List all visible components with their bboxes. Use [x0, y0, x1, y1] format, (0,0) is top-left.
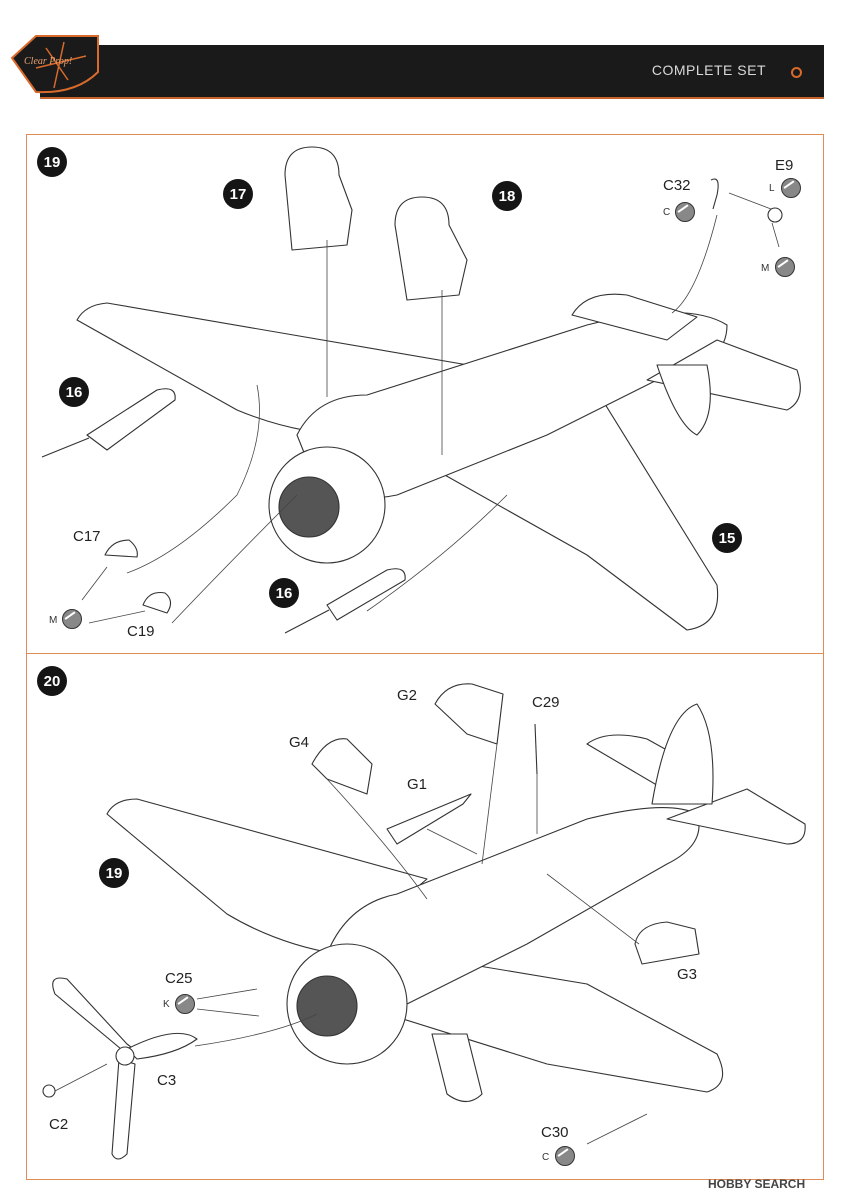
- label-g1: G1: [407, 776, 428, 793]
- paint-m-letter: M: [761, 263, 770, 274]
- part-g4-windscreen: [311, 738, 373, 795]
- paint-k-icon: [175, 994, 195, 1014]
- callout-17: 17: [223, 179, 253, 209]
- label-g2: G2: [397, 687, 418, 704]
- step-19-number: 19: [37, 147, 67, 177]
- label-c2: C2: [49, 1116, 69, 1133]
- step-20-drawing: [42, 683, 806, 1160]
- step-20-panel: 20 19 G2 C29 G4 G1 G3 C25 C3 C2 C30 K C: [26, 653, 824, 1180]
- gun-pod-left: [86, 388, 176, 451]
- part-c32: [710, 178, 719, 210]
- propeller: [52, 977, 138, 1056]
- part-c17: [104, 539, 138, 558]
- header-band: COMPLETE SET: [40, 45, 824, 99]
- propeller-blade-2: [126, 1032, 198, 1060]
- label-c32: C32: [663, 177, 691, 194]
- callout-16-left: 16: [59, 377, 89, 407]
- label-c19: C19: [127, 623, 155, 640]
- part-g2-canopy: [434, 683, 504, 745]
- fin: [656, 364, 711, 436]
- label-g4: G4: [289, 734, 310, 751]
- part-c3: [115, 1046, 135, 1066]
- paint-c-letter: C: [663, 207, 671, 218]
- step-20-number: 20: [37, 666, 67, 696]
- callout-19: 19: [99, 858, 129, 888]
- paint-c-letter: C: [542, 1152, 550, 1163]
- part-c29: [534, 723, 538, 775]
- paint-m2-letter: M: [49, 615, 58, 626]
- logo-text: Clear Prop!: [24, 56, 72, 67]
- label-g3: G3: [677, 966, 698, 983]
- label-c17: C17: [73, 528, 101, 545]
- paint-k-letter: K: [163, 999, 170, 1010]
- part-c2: [42, 1084, 56, 1098]
- label-c3: C3: [157, 1072, 177, 1089]
- paint-m2-icon: [62, 609, 82, 629]
- paint-c-icon: [675, 202, 695, 222]
- paint-l-letter: L: [769, 183, 775, 194]
- propeller-blade-3: [111, 1058, 136, 1160]
- brand-logo: Clear Prop!: [10, 35, 99, 94]
- part-17-headrest: [284, 146, 353, 251]
- fin: [651, 703, 714, 805]
- header: COMPLETE SET Clear Prop!: [0, 0, 868, 110]
- label-c29: C29: [532, 694, 560, 711]
- paint-m-icon: [775, 257, 795, 277]
- tailplane-right: [646, 339, 801, 411]
- watermark: HOBBY SEARCH: [708, 1177, 806, 1191]
- part-c19: [142, 591, 172, 614]
- part-g1: [386, 793, 472, 845]
- paint-c-icon: [555, 1146, 575, 1166]
- callout-15: 15: [712, 523, 742, 553]
- gun-pod-right: [326, 568, 406, 621]
- label-e9: E9: [775, 157, 794, 174]
- tailplane-left: [571, 293, 698, 341]
- callout-18: 18: [492, 181, 522, 211]
- engine: [278, 476, 340, 538]
- label-c25: C25: [165, 970, 193, 987]
- label-c30: C30: [541, 1124, 569, 1141]
- right-wing: [386, 953, 724, 1093]
- tailplane-right: [666, 788, 806, 845]
- engine: [296, 975, 358, 1037]
- landing-gear: [431, 1033, 483, 1103]
- part-e9: [767, 207, 783, 223]
- callout-16-right: 16: [269, 578, 299, 608]
- header-dot-icon: [791, 67, 802, 78]
- header-title: COMPLETE SET: [651, 62, 766, 78]
- part-g3: [634, 921, 700, 965]
- part-18-headrest: [394, 196, 468, 301]
- step-19-drawing: [41, 146, 801, 634]
- step-19-panel: 19 17 18 16 16 15 C32 E9 C17 C19 C L M M: [26, 134, 824, 654]
- paint-l-icon: [781, 178, 801, 198]
